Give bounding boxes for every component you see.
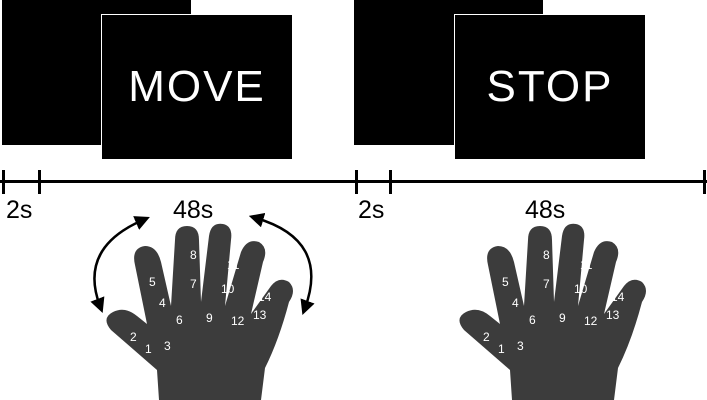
marker-12: 12	[584, 314, 598, 328]
marker-8: 8	[543, 248, 550, 262]
marker-2: 2	[483, 330, 490, 344]
marker-13: 13	[253, 308, 267, 322]
marker-11: 11	[580, 258, 593, 272]
marker-14: 14	[611, 290, 625, 304]
marker-5: 5	[149, 275, 156, 289]
hand-1: 1 2 3 4 5 6 7 8 9 10 11 12 13 14	[106, 223, 293, 400]
marker-6: 6	[176, 313, 183, 327]
marker-7: 7	[190, 277, 197, 291]
marker-1: 1	[145, 342, 152, 356]
marker-10: 10	[574, 282, 588, 296]
hand-2: 1 2 3 4 5 6 7 8 9 10 11 12 13 14	[459, 223, 646, 400]
marker-5: 5	[502, 275, 509, 289]
marker-12: 12	[231, 314, 245, 328]
marker-13: 13	[606, 308, 620, 322]
move-screen: MOVE	[101, 14, 292, 159]
stop-screen: STOP	[454, 14, 645, 159]
timeline-tick	[389, 170, 392, 194]
marker-3: 3	[517, 339, 524, 353]
marker-11: 11	[227, 258, 240, 272]
curved-arrow-icon	[90, 216, 150, 314]
marker-4: 4	[159, 296, 166, 310]
rest-duration-1: 2s	[6, 196, 33, 224]
timeline-tick	[2, 170, 5, 194]
marker-8: 8	[190, 248, 197, 262]
curved-arrow-icon	[248, 212, 315, 316]
stop-label: STOP	[486, 62, 614, 111]
marker-10: 10	[221, 282, 235, 296]
timeline-tick	[703, 170, 706, 194]
marker-2: 2	[130, 330, 137, 344]
marker-9: 9	[206, 311, 213, 325]
marker-4: 4	[512, 296, 519, 310]
marker-6: 6	[529, 313, 536, 327]
marker-7: 7	[543, 277, 550, 291]
timeline-tick	[355, 170, 358, 194]
marker-1: 1	[498, 342, 505, 356]
marker-9: 9	[559, 311, 566, 325]
rest-duration-2: 2s	[358, 196, 385, 224]
task-duration-2: 48s	[525, 196, 566, 224]
marker-14: 14	[258, 290, 272, 304]
marker-3: 3	[164, 339, 171, 353]
move-label: MOVE	[128, 62, 266, 111]
timeline-tick	[38, 170, 41, 194]
task-duration-1: 48s	[173, 196, 214, 224]
timeline-axis	[0, 180, 707, 183]
